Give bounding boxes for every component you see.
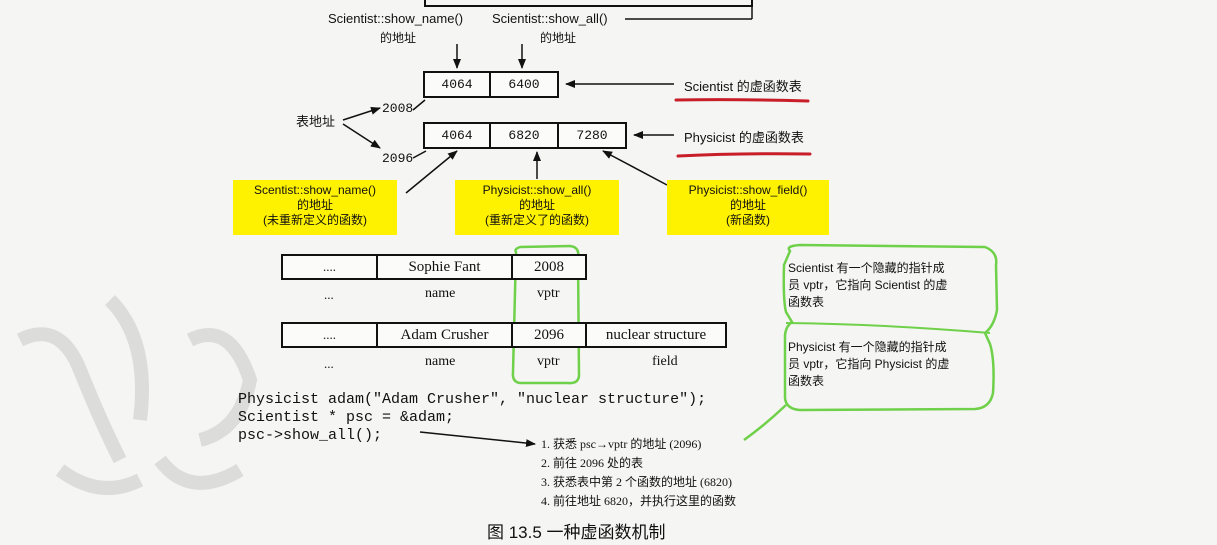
arrow-hl-show-name [405,150,458,194]
highlight-show-name-line-3: (未重新定义的函数) [263,213,367,227]
highlight-show-name-line-2: 的地址 [296,198,333,212]
code-block: Physicist adam("Adam Crusher", "nuclear … [238,391,706,445]
address-2008-label: 2008 [382,101,414,116]
scientist-vtable-caption: Scientist 的虚函数表 [684,79,802,94]
highlight-show-field: Physicist::show_field() 的地址 (新函数) [667,180,829,235]
step-3: 3. 获悉表中第 2 个函数的地址 (6820) [541,475,732,489]
sophie-label-vptr: vptr [537,286,560,301]
steps-list: 1. 获悉 psc→vptr 的地址 (2096) 2. 前往 2096 处的表… [541,435,736,511]
top-partial-box [424,0,753,7]
green-link-line [743,404,787,442]
note-scientist-line-3: 函数表 [788,295,825,309]
sophie-label-ellipsis: ... [324,287,334,302]
step-4: 4. 前往地址 6820，并执行这里的函数 [541,494,737,508]
adam-label-ellipsis: ... [324,356,334,371]
adam-label-vptr: vptr [537,354,560,369]
highlight-show-field-line-3: (新函数) [726,213,770,227]
note-physicist-line-3: 函数表 [788,374,825,388]
code-line-3: psc->show_all(); [238,427,383,444]
table-address-label: 表地址 [296,114,336,129]
note-scientist: Scientist 有一个隐藏的指针成 员 vptr，它指向 Scientist… [788,260,988,311]
green-vptr-outline [511,244,581,385]
highlight-show-all-line-1: Physicist::show_all() [482,183,592,197]
highlight-show-all-line-3: (重新定义了的函数) [485,213,589,227]
highlight-show-name: Scentist::show_name() 的地址 (未重新定义的函数) [233,180,397,235]
adam-cell-field: nuclear structure [585,322,727,348]
red-underline-scientist [674,98,810,103]
top-label-show-all: Scientist::show_all() [492,11,608,26]
highlight-show-name-line-1: Scentist::show_name() [253,183,377,197]
sophie-label-name: name [425,286,456,301]
sophie-cell-name: Sophie Fant [376,254,513,280]
adam-cell-name: Adam Crusher [376,322,513,348]
highlight-show-all: Physicist::show_all() 的地址 (重新定义了的函数) [455,180,619,235]
top-label-show-name-addr: 的地址 [380,31,417,45]
figure-caption: 图 13.5 一种虚函数机制 [487,523,666,542]
sophie-cell-ellipsis: .... [281,254,378,280]
physicist-vtable-caption: Physicist 的虚函数表 [684,130,804,145]
code-line-1: Physicist adam("Adam Crusher", "nuclear … [238,391,707,408]
address-2096-label: 2096 [382,151,414,166]
sophie-cell-vptr: 2008 [511,254,587,280]
line-2096-physicist [412,150,427,159]
highlight-show-all-line-2: 的地址 [518,198,555,212]
highlight-show-field-line-2: 的地址 [729,198,766,212]
line-2008-scientist [412,99,426,111]
top-label-show-name: Scientist::show_name() [328,11,464,26]
arrow-table-addr-2008 [342,106,381,121]
arrow-code-steps [419,431,536,448]
green-note-divider [785,322,991,334]
adam-cell-vptr: 2096 [511,322,587,348]
adam-cell-ellipsis: .... [281,322,378,348]
physicist-vtable-cell-1: 4064 [423,122,491,149]
note-scientist-line-2: 员 vptr，它指向 Scientist 的虚 [788,278,948,292]
highlight-show-field-line-1: Physicist::show_field() [688,183,808,197]
step-1: 1. 获悉 psc→vptr 的地址 (2096) [541,437,702,451]
top-label-show-all-addr: 的地址 [540,31,577,45]
note-physicist-line-1: Physicist 有一个隐藏的指针成 [788,340,947,354]
adam-label-field: field [652,354,678,369]
physicist-vtable-cell-2: 6820 [489,122,559,149]
arrow-hl-show-field [602,150,668,186]
physicist-vtable-cell-3: 7280 [557,122,627,149]
code-line-2: Scientist * psc = &adam; [238,409,455,426]
red-underline-physicist [676,152,812,158]
note-physicist-line-2: 员 vptr，它指向 Physicist 的虚 [788,357,950,371]
watermark-scribbles [16,295,258,495]
note-physicist: Physicist 有一个隐藏的指针成 员 vptr，它指向 Physicist… [788,339,988,390]
step-2: 2. 前往 2096 处的表 [541,456,644,470]
arrow-table-addr-2096 [342,123,381,149]
adam-label-name: name [425,354,456,369]
scientist-vtable-cell-1: 4064 [423,71,491,98]
note-scientist-line-1: Scientist 有一个隐藏的指针成 [788,261,945,275]
scientist-vtable-cell-2: 6400 [489,71,559,98]
